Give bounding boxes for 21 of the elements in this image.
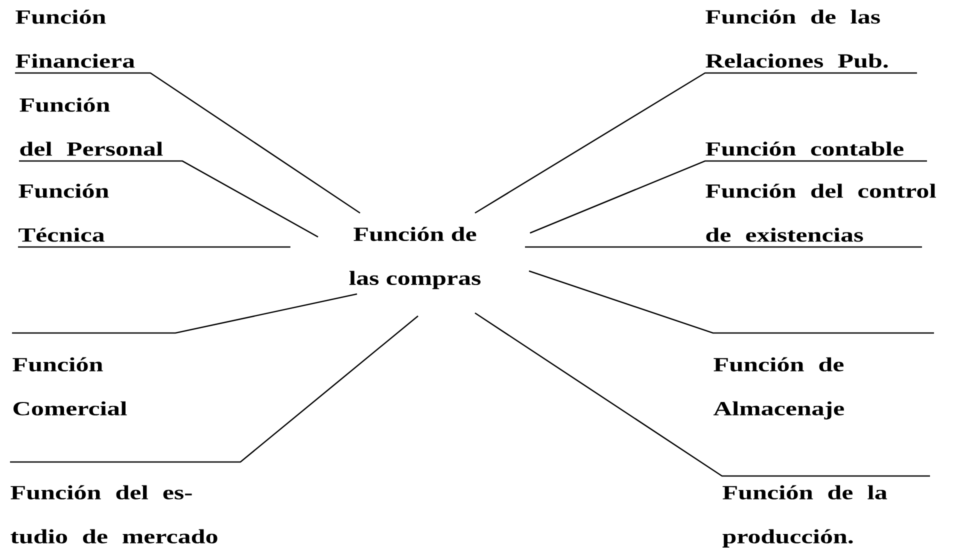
connector-line (15, 72, 360, 214)
function-label: Función de las Relaciones Pub. (706, 10, 888, 68)
connector-line (530, 160, 928, 234)
function-label: Función del es- tudio de mercado (10, 485, 218, 544)
function-label: Función del Personal (20, 98, 163, 156)
connector-line (10, 316, 418, 463)
connector-line (474, 72, 918, 214)
function-label: Función de la producción. (722, 485, 888, 548)
function-label: Función contable (706, 142, 904, 156)
connector-line (19, 160, 318, 238)
function-label: Función Financiera (16, 10, 135, 68)
connector-line (18, 246, 292, 248)
function-label: Función Comercial (12, 357, 127, 416)
function-label: Función de Almacenaje (713, 357, 844, 420)
function-label: Función del control de existencias (706, 184, 936, 242)
function-label: Función Técnica (18, 184, 109, 242)
connector-line (525, 246, 923, 248)
connector-line (528, 270, 935, 334)
connector-line (12, 293, 358, 334)
center-label: Función de las compras (349, 226, 481, 290)
connector-line (474, 312, 931, 477)
